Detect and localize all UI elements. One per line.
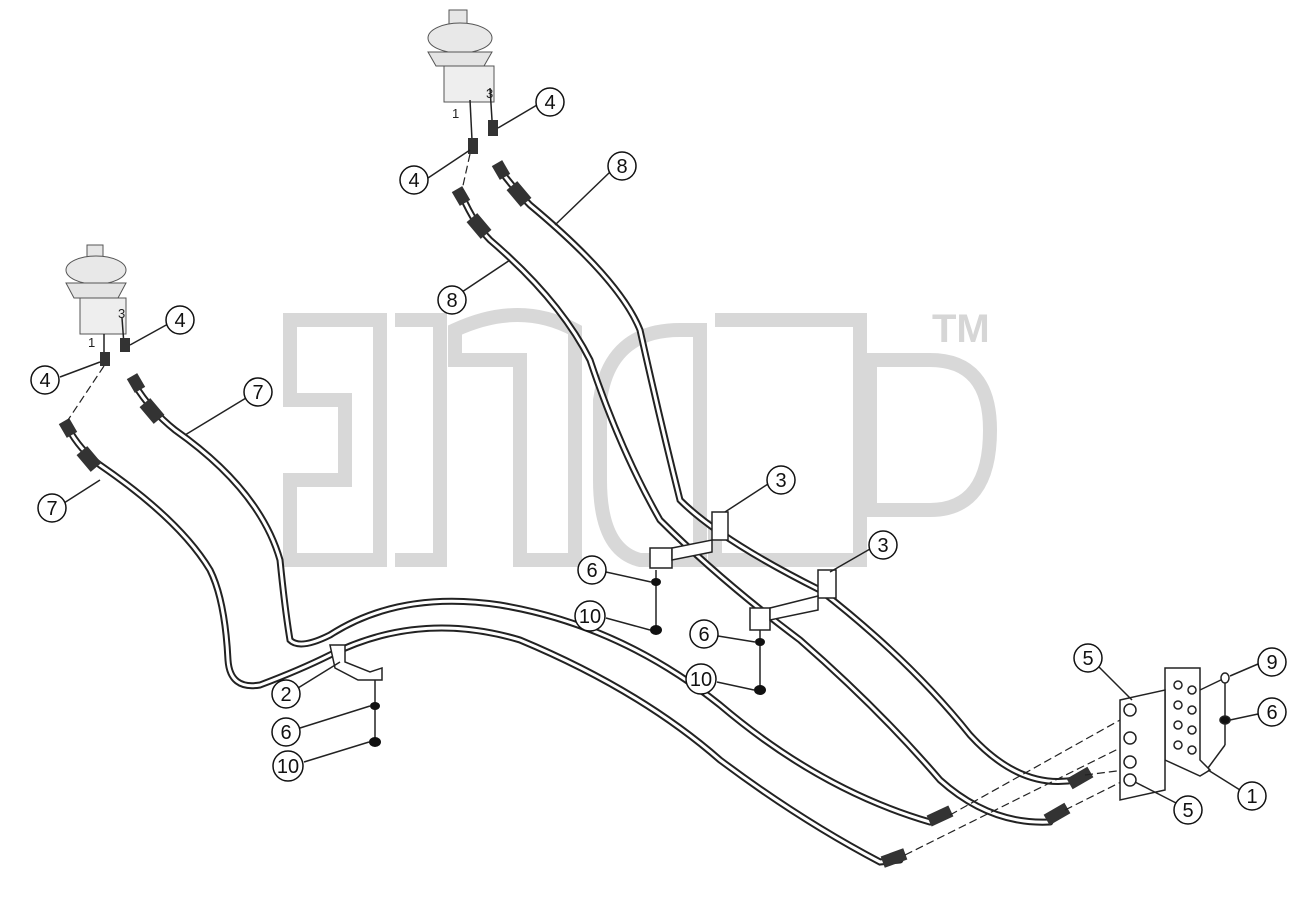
hose-fittings [58, 160, 1094, 868]
callout-circle-9 [1257, 647, 1287, 677]
callout-label-8b: 8 [446, 290, 457, 312]
callout-label-8a: 8 [616, 156, 627, 178]
callout-circle-5a [1073, 643, 1103, 673]
bolt-stack-c [369, 680, 381, 747]
callout-label-3b: 3 [877, 535, 888, 557]
callout-label-4d: 4 [39, 370, 50, 392]
left-motor-port-1: 1 [88, 335, 95, 350]
callout-label-6b: 6 [698, 624, 709, 646]
hose-7-inner [131, 381, 934, 826]
hose-8-outer [458, 192, 1054, 826]
callout-label-10c: 10 [277, 756, 299, 778]
bracket-2 [329, 644, 383, 681]
callout-circle-6c [271, 717, 301, 747]
callout-circle-4c [165, 305, 195, 335]
callout-label-4b: 4 [408, 170, 419, 192]
right-motor-port-1: 1 [452, 106, 459, 121]
manifold-block [1119, 667, 1231, 801]
right-hydraulic-motor: 1 3 [427, 9, 498, 154]
callout-circle-8b [437, 285, 467, 315]
callout-group: 4 4 8 8 4 4 7 7 3 3 [30, 87, 1287, 825]
bracket-3-left [649, 511, 729, 569]
callout-label-4c: 4 [174, 310, 185, 332]
bolt-stack-a [650, 570, 662, 635]
callout-label-4a: 4 [544, 92, 555, 114]
callout-label-3a: 3 [775, 470, 786, 492]
right-motor-port-3: 3 [486, 86, 493, 101]
dashed-lines [67, 153, 1126, 856]
callout-circle-3b [868, 530, 898, 560]
callout-circle-2 [271, 679, 301, 709]
callout-label-7b: 7 [46, 498, 57, 520]
callout-label-9: 9 [1266, 652, 1277, 674]
callout-circle-4a [535, 87, 565, 117]
callout-label-2: 2 [280, 684, 291, 706]
hose-8-inner [496, 166, 1079, 786]
callout-circle-6d [1257, 697, 1287, 727]
callout-circle-4b [399, 165, 429, 195]
callout-circle-7b [37, 493, 67, 523]
port-fittings [100, 343, 130, 364]
callout-label-1: 1 [1246, 786, 1257, 808]
callout-label-6d: 6 [1266, 702, 1277, 724]
callout-circle-6a [577, 555, 607, 585]
bolt-stack-b [754, 630, 766, 695]
callout-label-10b: 10 [690, 669, 712, 691]
callout-circle-5b [1173, 795, 1203, 825]
callout-circle-10c [272, 750, 304, 782]
callout-label-10a: 10 [579, 606, 601, 628]
hose-7-outer [64, 424, 904, 866]
callout-label-6c: 6 [280, 722, 291, 744]
callout-circle-8a [607, 151, 637, 181]
callout-label-5a: 5 [1082, 648, 1093, 670]
watermark-tm: TM [932, 307, 990, 351]
bracket-3-right [749, 569, 837, 631]
callout-label-5b: 5 [1182, 800, 1193, 822]
left-motor-port-3: 3 [118, 306, 125, 321]
callout-circle-6b [689, 619, 719, 649]
callout-circle-7a [243, 377, 273, 407]
callout-circle-10b [685, 663, 717, 695]
callout-circle-4d [30, 365, 60, 395]
callout-label-6a: 6 [586, 560, 597, 582]
callout-label-7a: 7 [252, 382, 263, 404]
callout-circle-1 [1237, 781, 1267, 811]
callout-circle-3a [766, 465, 796, 495]
callout-circle-10a [574, 600, 606, 632]
watermark-logo [283, 308, 998, 567]
